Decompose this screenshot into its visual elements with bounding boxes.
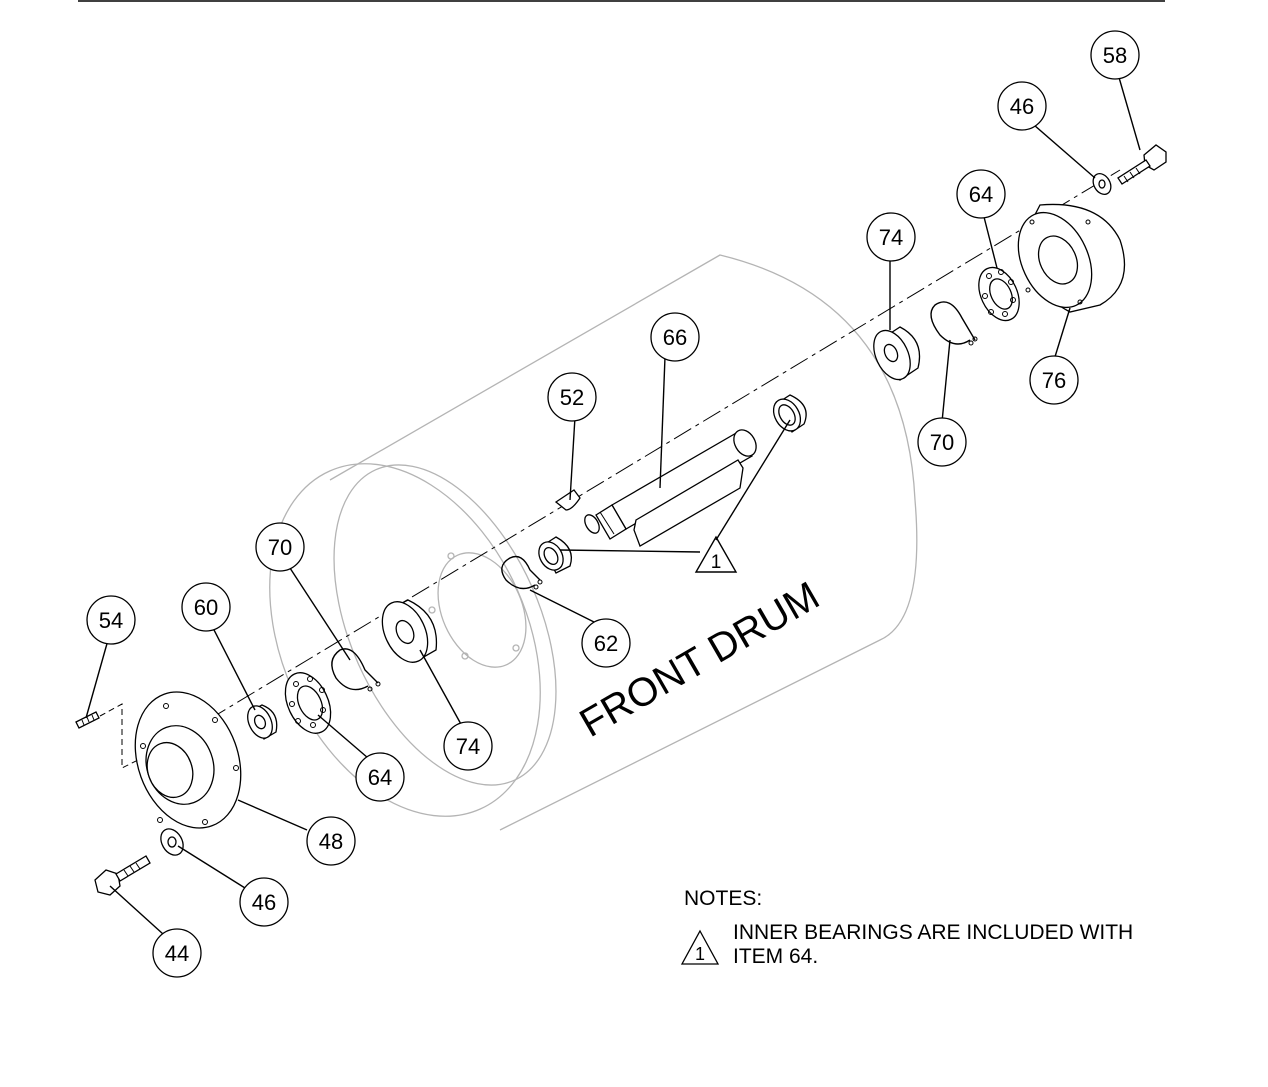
callout-70-right: 70 <box>917 417 967 467</box>
svg-text:60: 60 <box>194 595 218 620</box>
callout-48: 48 <box>306 816 356 866</box>
part-76-hub <box>1017 203 1126 313</box>
part-inner-bearing-top <box>772 394 807 433</box>
callout-70-left: 70 <box>255 522 305 572</box>
svg-text:62: 62 <box>594 631 618 656</box>
note-1-symbol: 1 <box>680 929 720 965</box>
callout-64-bottom: 64 <box>355 752 405 802</box>
callout-46-bottom: 46 <box>239 877 289 927</box>
callout-52: 52 <box>547 372 597 422</box>
part-58-bolt <box>1117 144 1167 185</box>
callout-46-top: 46 <box>997 81 1047 131</box>
part-46-washer-top <box>1092 173 1112 195</box>
note-flag-1: 1 <box>694 535 738 573</box>
part-46-washer-bottom <box>160 828 184 856</box>
svg-text:64: 64 <box>969 182 993 207</box>
callout-66: 66 <box>650 312 700 362</box>
svg-text:74: 74 <box>456 734 480 759</box>
svg-text:44: 44 <box>165 941 189 966</box>
callout-58: 58 <box>1090 30 1140 80</box>
svg-text:64: 64 <box>368 765 392 790</box>
center-axis-line <box>149 169 1121 756</box>
leader-lines <box>85 73 1141 935</box>
svg-text:58: 58 <box>1103 43 1127 68</box>
part-70-ring-left <box>331 648 381 692</box>
part-74-spacer-top <box>873 326 921 381</box>
callout-60: 60 <box>181 582 231 632</box>
part-48-flange <box>134 691 242 829</box>
part-66-shaft <box>584 429 757 547</box>
callout-64-top: 64 <box>956 169 1006 219</box>
part-inner-bearing-bottom <box>538 536 573 574</box>
callout-74-top: 74 <box>866 212 916 262</box>
svg-text:66: 66 <box>663 325 687 350</box>
part-74-spacer-bottom <box>381 599 438 663</box>
svg-text:74: 74 <box>879 225 903 250</box>
svg-text:70: 70 <box>268 535 292 560</box>
svg-text:46: 46 <box>252 890 276 915</box>
svg-text:48: 48 <box>319 829 343 854</box>
part-62-snap-ring <box>501 555 543 590</box>
callout-74-bottom: 74 <box>443 721 493 771</box>
part-70-ring-right <box>930 301 978 346</box>
callout-76: 76 <box>1029 355 1079 405</box>
svg-text:54: 54 <box>99 608 123 633</box>
part-54-set-screw <box>75 703 139 769</box>
part-52-key <box>554 489 581 511</box>
part-64-bearing-bottom <box>284 672 332 734</box>
callout-62: 62 <box>581 618 631 668</box>
svg-text:46: 46 <box>1010 94 1034 119</box>
svg-text:1: 1 <box>695 944 705 964</box>
part-64-bearing-top <box>978 266 1020 322</box>
part-44-bolt <box>94 855 151 896</box>
svg-text:52: 52 <box>560 385 584 410</box>
part-60-seal <box>247 704 278 740</box>
svg-text:70: 70 <box>930 430 954 455</box>
callout-44: 44 <box>152 928 202 978</box>
svg-text:76: 76 <box>1042 368 1066 393</box>
callout-54: 54 <box>86 595 136 645</box>
svg-text:1: 1 <box>711 552 722 573</box>
notes-title: NOTES: <box>684 887 763 910</box>
note-1-text: INNER BEARINGS ARE INCLUDED WITH ITEM 64… <box>733 921 1134 968</box>
